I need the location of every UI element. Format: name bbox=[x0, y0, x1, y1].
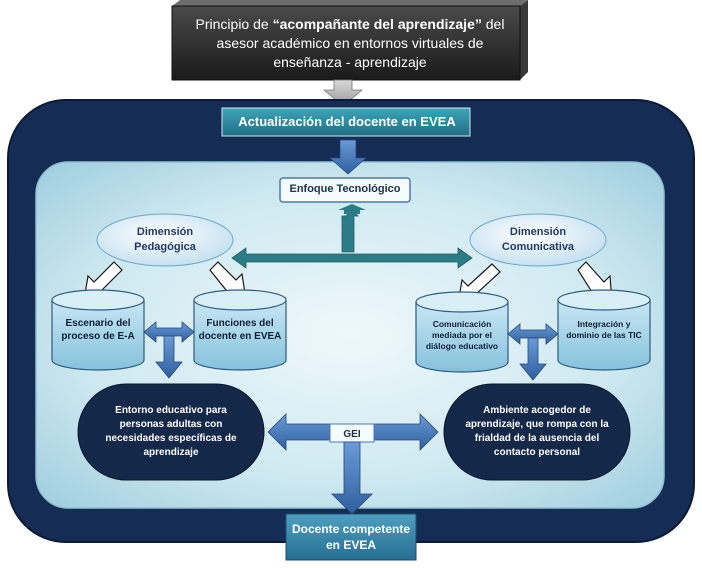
ambiente-line3: frialdad de la ausencia del bbox=[474, 433, 600, 444]
escenario-line2: proceso de E-A bbox=[61, 331, 135, 342]
funciones-line2: docente en EVEA bbox=[198, 331, 282, 342]
entorno-line2: personas adultas con bbox=[119, 419, 223, 430]
docente-competente-label: Docente competente en EVEA bbox=[286, 515, 416, 559]
dimension-pedagogica-label: Dimensión Pedagógica bbox=[105, 222, 225, 258]
left-cylinder-connector bbox=[143, 321, 195, 379]
update-label-box bbox=[221, 107, 471, 137]
dim-com-line1: Dimensión bbox=[509, 226, 567, 238]
docente-line1: Docente competente bbox=[291, 522, 411, 536]
comunicacion-label: Comunicación mediada por el diálogo educ… bbox=[416, 314, 508, 356]
right-cylinder-connector bbox=[507, 323, 559, 381]
cylinder-comunicacion bbox=[415, 291, 509, 373]
cylinder-funciones bbox=[193, 289, 287, 371]
entorno-line1: Entorno educativo para bbox=[115, 405, 227, 416]
dimension-pedagogica-ellipse bbox=[96, 213, 234, 267]
title-line2: asesor académico en entornos virtuales d… bbox=[216, 34, 484, 51]
title-line3: enseñanza - aprendizaje bbox=[273, 53, 427, 70]
ambiente-line4: contacto personal bbox=[493, 447, 581, 458]
entorno-line3: necesidades específicas de bbox=[105, 433, 237, 444]
entorno-circle bbox=[77, 383, 265, 481]
title-suffix: del bbox=[481, 15, 505, 32]
funciones-label: Funciones del docente en EVEA bbox=[194, 312, 286, 348]
dim-com-line2: Comunicativa bbox=[501, 241, 575, 253]
dim-ped-line1: Dimensión bbox=[136, 226, 194, 238]
comunicacion-line2: mediada por el bbox=[432, 329, 492, 340]
integracion-line1: Integración y bbox=[577, 319, 631, 329]
docente-competente-box bbox=[285, 513, 417, 561]
dimension-comunicativa-ellipse bbox=[469, 213, 607, 267]
comunicacion-line3: diálogo educativo bbox=[425, 340, 499, 351]
escenario-line1: Escenario del bbox=[65, 318, 131, 329]
dimension-connector bbox=[231, 204, 473, 269]
dimension-comunicativa-label: Dimensión Comunicativa bbox=[478, 222, 598, 258]
escenario-label: Escenario del proceso de E-A bbox=[52, 312, 144, 348]
integracion-label: Integración y dominio de las TIC bbox=[558, 312, 650, 348]
docente-line2: en EVEA bbox=[325, 538, 376, 552]
funciones-line1: Funciones del bbox=[206, 318, 274, 329]
entorno-label: Entorno educativo para personas adultas … bbox=[84, 396, 258, 468]
enfoque-label: Enfoque Tecnológico bbox=[289, 183, 401, 195]
ambiente-line1: Ambiente acogedor de bbox=[483, 405, 591, 416]
ambiente-circle bbox=[443, 383, 631, 481]
integracion-line2: dominio de las TIC bbox=[566, 330, 642, 340]
ambiente-line2: aprendizaje, que rompa con la bbox=[465, 419, 609, 430]
enfoque-box bbox=[279, 177, 411, 203]
title-emphasis: “acompañante del aprendizaje” bbox=[272, 15, 482, 32]
title-text: Principio de “acompañante del aprendizaj… bbox=[180, 8, 520, 78]
dim-ped-line2: Pedagógica bbox=[134, 241, 196, 253]
update-down-arrow bbox=[328, 139, 368, 175]
ambiente-label: Ambiente acogedor de aprendizaje, que ro… bbox=[450, 396, 624, 468]
comunicacion-line1: Comunicación bbox=[432, 318, 492, 329]
cylinder-escenario bbox=[51, 289, 145, 371]
gei-label: GEI bbox=[343, 428, 361, 440]
entorno-line4: aprendizaje bbox=[143, 447, 199, 458]
title-prefix: Principio de bbox=[195, 15, 273, 32]
update-label: Actualización del docente en EVEA bbox=[238, 113, 456, 129]
title-box bbox=[171, 0, 528, 81]
cylinder-integracion bbox=[557, 289, 651, 371]
title-down-arrow bbox=[322, 79, 364, 107]
gei-connector bbox=[267, 413, 439, 515]
